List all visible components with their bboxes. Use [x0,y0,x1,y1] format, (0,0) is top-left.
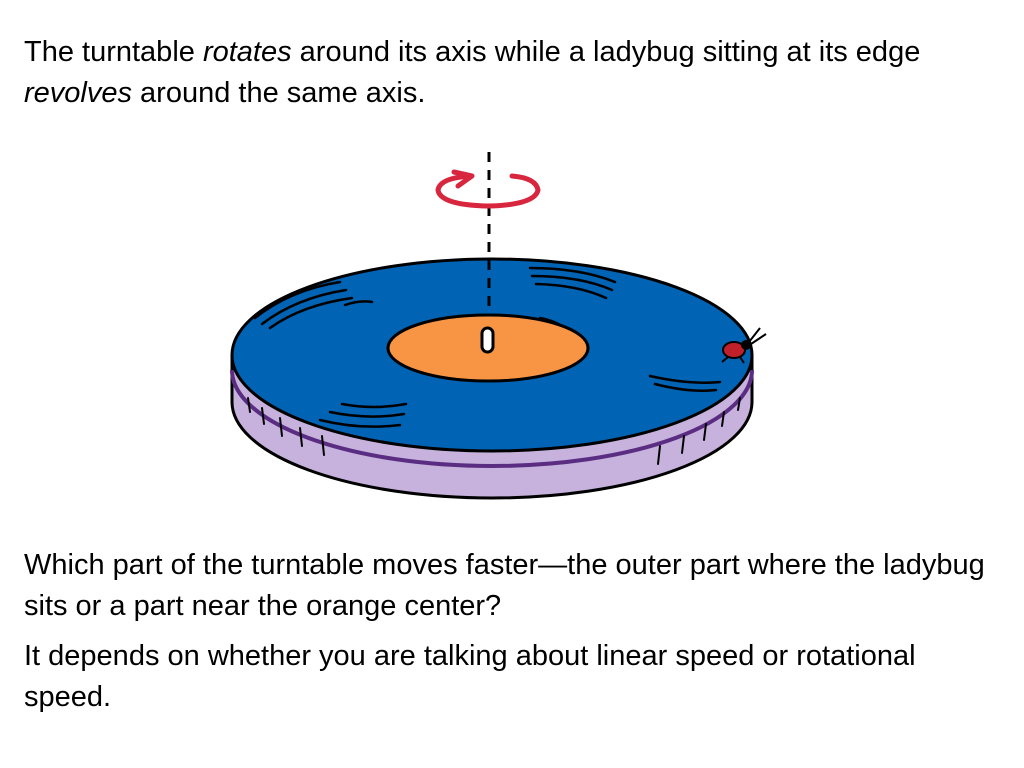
intro-emphasis-rotates: rotates [202,36,292,68]
edge-ridges [247,397,741,465]
groove-lines [253,266,722,428]
ladybug-icon [721,327,767,364]
intro-part-3: around the same axis. [132,77,426,109]
rotation-arrow-icon [435,169,541,209]
intro-part-1: The turntable [24,36,203,68]
spindle [480,326,495,354]
intro-emphasis-revolves: revolves [24,77,132,109]
question-text: Which part of the turntable moves faster… [24,549,985,622]
answer-text: It depends on whether you are talking ab… [24,640,916,713]
intro-text: The turntable rotates around its axis wh… [24,32,984,114]
intro-part-2: around its axis while a ladybug sitting … [291,36,921,68]
